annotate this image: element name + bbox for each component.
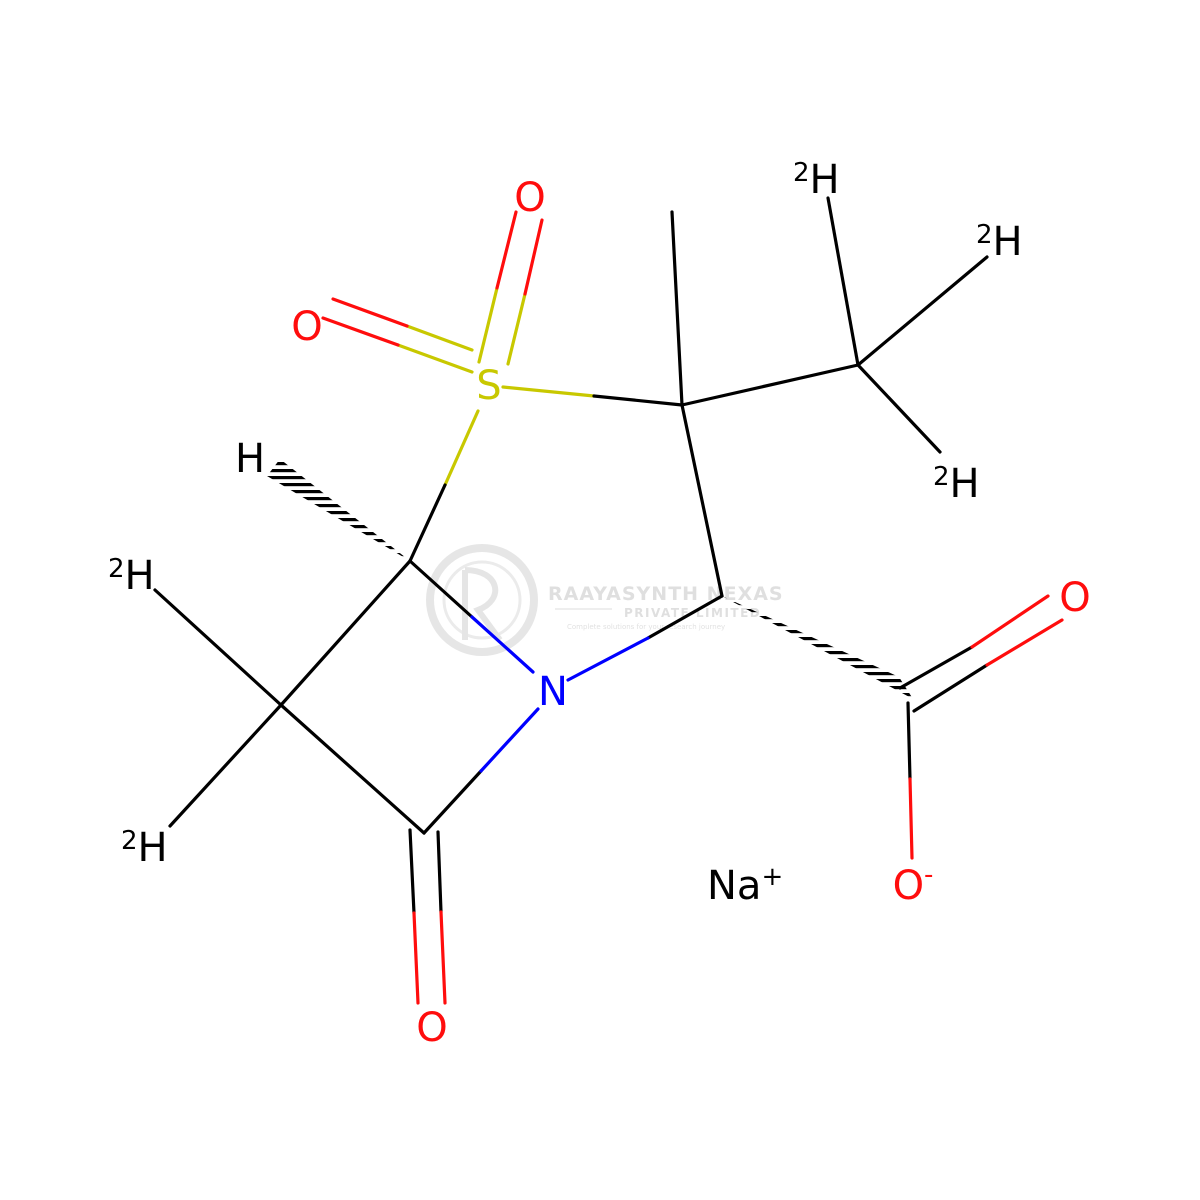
bond-s-o-left-a <box>396 343 474 374</box>
bond-cooh-ominus-b <box>908 777 914 860</box>
bond-c7-o-a2 <box>412 911 420 1005</box>
bond-cooh-o-b <box>912 663 989 713</box>
bond-c2-c3 <box>680 403 724 598</box>
watermark-tagline: Complete solutions for your research jou… <box>567 623 725 631</box>
atom-labels: O O S N O O O- Na+ H 2H 2H 2H 2H 2H <box>108 157 1091 1051</box>
hashed-wedge-c3-cooh <box>722 596 913 699</box>
atom-d-methyl-top: 2H <box>793 157 840 203</box>
bond-c6-c7 <box>279 703 426 835</box>
bond-c7-n-b <box>479 707 540 773</box>
bond-c7-o-b <box>436 830 443 914</box>
atom-h-stereo: H <box>235 436 265 482</box>
atom-n: N <box>538 669 568 715</box>
atom-na: Na+ <box>707 862 783 909</box>
bond-c5-n-b <box>470 615 535 674</box>
bond-cooh-ominus-a <box>906 701 912 781</box>
atom-d-methyl-right: 2H <box>976 219 1023 265</box>
bonds <box>153 196 1064 1005</box>
watermark: RAAYASYNTH NEXAS PRIVATE LIMITED Complet… <box>426 544 784 656</box>
bond-s-c5-a <box>443 409 480 487</box>
atom-d-methyl-bottom: 2H <box>933 461 980 507</box>
bond-c5-n-a <box>408 559 474 619</box>
bond-s-c5-b <box>408 483 447 563</box>
bond-c7-o-b2 <box>439 910 447 1005</box>
bond-c6-d-lower <box>168 703 283 828</box>
bond-cooh-o-a2 <box>970 594 1050 649</box>
bond-c7-o-a <box>408 828 416 915</box>
atom-o-sulfone-top: O <box>514 175 545 221</box>
atom-o-carboxylate: O- <box>893 860 934 909</box>
bond-s-o-left-a2 <box>321 316 400 347</box>
bond-s-o-left-b2 <box>331 297 409 328</box>
bond-c5-c6 <box>279 559 412 707</box>
atom-o-lactam: O <box>416 1005 447 1051</box>
bond-s-o-left-b <box>405 324 474 352</box>
bond-cd3-d-top <box>826 196 860 367</box>
atom-o-carbonyl: O <box>1059 575 1090 621</box>
bond-s-o-top-b2 <box>523 218 544 296</box>
bond-s-c2-a <box>501 385 596 398</box>
bond-c2-cd3 <box>680 363 860 407</box>
bond-c2-methyl <box>670 210 684 407</box>
bond-s-o-top-a <box>477 286 499 364</box>
bond-c6-d-upper <box>153 588 283 707</box>
bond-s-o-top-b <box>506 292 527 366</box>
atom-d-ring-lower: 2H <box>121 825 168 871</box>
atom-o-sulfone-left: O <box>291 304 322 350</box>
watermark-company: RAAYASYNTH NEXAS <box>548 583 784 605</box>
atom-s: S <box>476 363 501 409</box>
bond-cd3-d-right <box>856 255 989 367</box>
atom-d-ring-upper: 2H <box>108 553 155 599</box>
bond-c7-n-a <box>422 769 483 835</box>
bond-s-c2-b <box>592 394 684 407</box>
bond-c3-n-b <box>566 636 650 682</box>
bond-cooh-o-a <box>898 645 974 690</box>
hashed-wedge-c5-h <box>267 459 410 561</box>
bond-cd3-d-bottom <box>856 363 942 454</box>
bond-c3-n-a <box>646 594 724 640</box>
watermark-logo-icon <box>426 544 538 656</box>
bond-s-o-top-a2 <box>495 210 518 290</box>
bond-cooh-o-b2 <box>985 618 1064 667</box>
